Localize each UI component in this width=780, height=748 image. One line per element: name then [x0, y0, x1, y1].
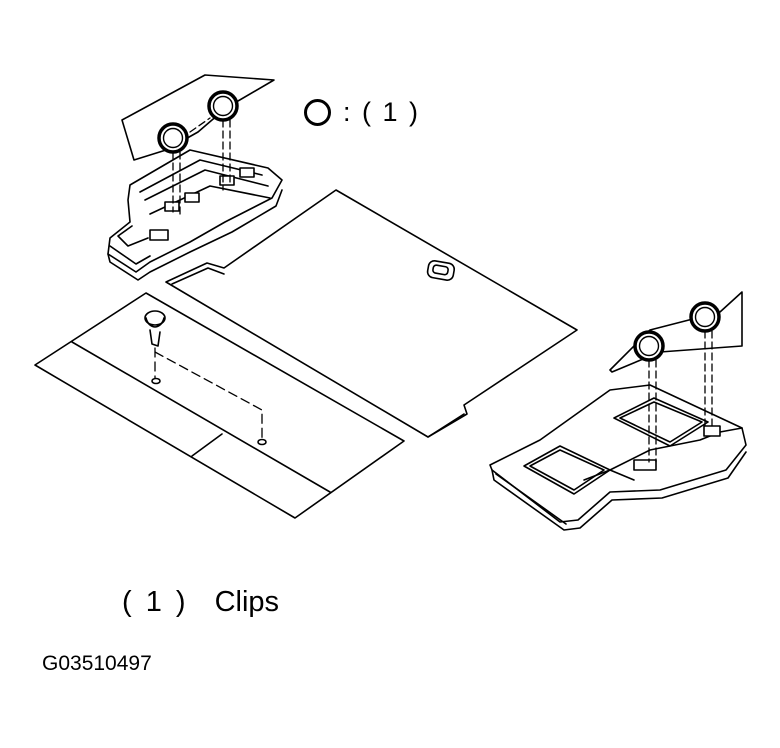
- legend-text: : ( 1 ): [343, 96, 421, 127]
- clip-circle-icon: [304, 98, 331, 126]
- caption-number: ( 1 ): [122, 586, 189, 618]
- caption-label: Clips: [214, 586, 280, 618]
- left-clip-leaders: [172, 117, 231, 215]
- right-clip-leaders: [648, 330, 713, 463]
- trunk-floor-mat: [165, 189, 578, 438]
- trunk-board: [34, 292, 405, 519]
- parts-caption: ( 1 ) Clips: [122, 586, 279, 619]
- right-clip-2: [689, 301, 721, 333]
- legend-key: : ( 1 ): [304, 92, 420, 132]
- figure-id: G03510497: [42, 652, 152, 675]
- board-fastener-leader: [154, 347, 263, 441]
- left-clip-2: [207, 90, 239, 122]
- right-clip-1: [633, 330, 665, 362]
- left-clip-1: [157, 122, 189, 154]
